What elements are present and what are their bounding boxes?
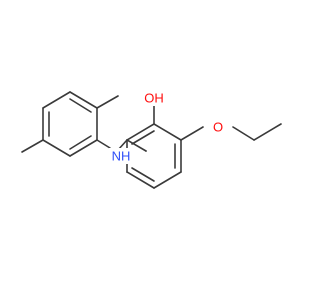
bond — [69, 139, 98, 157]
ethoxy-group — [180, 123, 282, 141]
atom-ether-o: O — [211, 119, 225, 135]
atom-oh: OH — [142, 90, 166, 106]
atom-label-o: O — [213, 120, 223, 135]
bond — [69, 91, 98, 109]
bond — [232, 126, 255, 141]
bond — [42, 91, 71, 109]
phenol-ring — [126, 123, 182, 189]
double-bond-inner — [131, 130, 155, 145]
atom-nh: NH — [109, 148, 133, 164]
atom-label-oh: OH — [144, 91, 164, 106]
methyl-bond-left — [21, 139, 44, 153]
bond — [153, 123, 182, 141]
bond — [153, 171, 182, 189]
double-bond-inner — [131, 167, 155, 182]
double-bond-inner — [69, 135, 92, 150]
xylyl-ring — [42, 91, 98, 157]
molecule-diagram: OH O NH — [21, 90, 282, 189]
bond — [180, 126, 204, 141]
bond — [253, 123, 282, 141]
bond-ch2 — [126, 139, 147, 152]
atom-label-nh: NH — [112, 149, 131, 164]
bond-ring-n — [96, 139, 111, 149]
bond — [42, 139, 71, 157]
double-bond-inner — [69, 98, 92, 113]
methyl-bond-top — [96, 95, 119, 109]
bond — [126, 171, 155, 189]
bond — [126, 123, 155, 141]
